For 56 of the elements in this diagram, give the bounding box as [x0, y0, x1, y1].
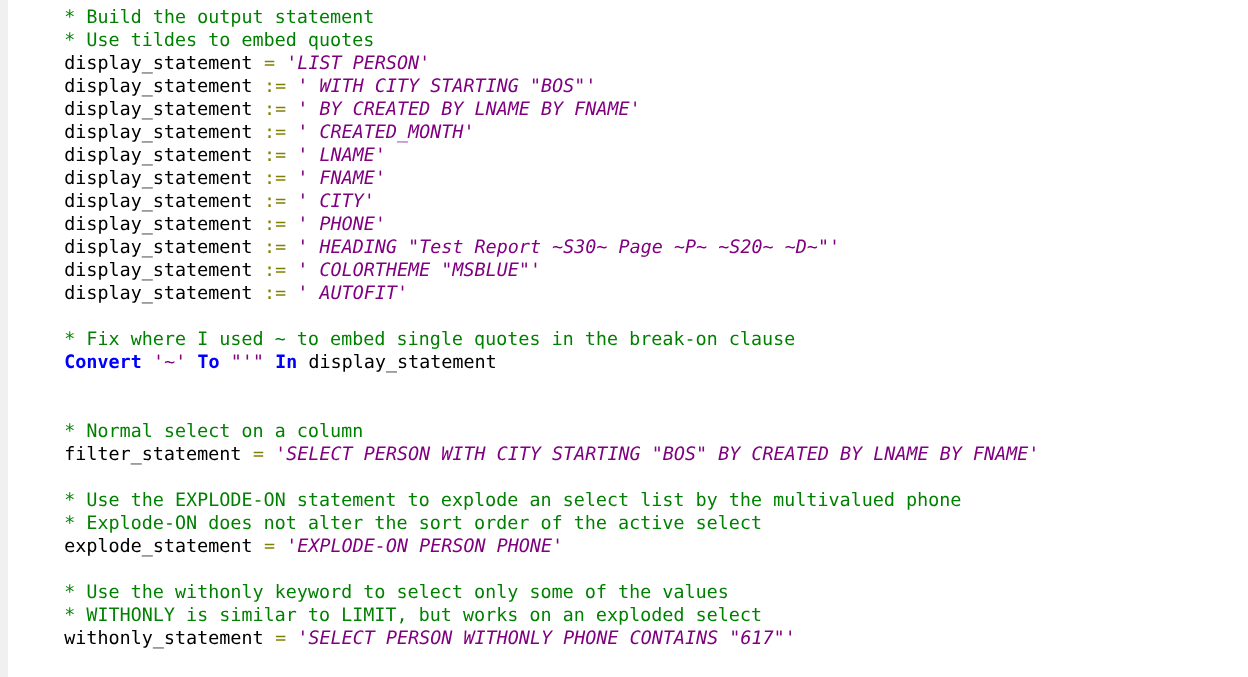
- code-comment: * Use the withonly keyword to select only some of the values: [65, 583, 727, 602]
- identifier: display_statement: [65, 215, 251, 235]
- string-literal: 'EXPLODE-ON PERSON PHONE': [290, 538, 559, 553]
- string-literal: ' FNAME': [302, 170, 382, 184]
- assignment-operator: :=: [268, 128, 286, 138]
- identifier: filter_statement: [65, 445, 240, 465]
- code-comment: * WITHONLY is similar to LIMIT, but works on an exploded select: [65, 606, 761, 625]
- identifier: display_statement: [65, 100, 251, 120]
- keyword: In: [276, 354, 296, 368]
- code-comment: * Use tildes to embed quotes: [65, 31, 373, 50]
- string-literal: ' PHONE': [302, 216, 382, 231]
- identifier: display_statement: [65, 77, 251, 97]
- identifier: withonly_statement: [64, 629, 262, 649]
- string-literal: '~': [157, 354, 182, 364]
- code-comment: * Fix where I used ~ to embed single quotes in the break-on clause: [65, 330, 795, 349]
- string-literal: ' AUTOFIT': [302, 285, 404, 300]
- assignment-operator: :=: [268, 220, 286, 230]
- assignment-operator: :=: [268, 82, 286, 92]
- assignment-operator: :=: [268, 174, 286, 184]
- assignment-operator: :=: [268, 151, 286, 161]
- identifier: display_statement: [309, 353, 495, 373]
- identifier: explode_statement: [65, 537, 251, 557]
- string-literal: 'LIST PERSON': [290, 55, 426, 70]
- assignment-operator: =: [264, 543, 275, 549]
- code-comment: * Use the EXPLODE-ON statement to explode an select list by the multivalued phone: [65, 491, 961, 510]
- identifier: display_statement: [65, 284, 251, 304]
- identifier: display_statement: [65, 192, 251, 212]
- identifier: display_statement: [65, 123, 251, 143]
- assignment-operator: :=: [268, 105, 286, 115]
- identifier: display_statement: [65, 261, 251, 281]
- string-literal: ' BY CREATED BY LNAME BY FNAME': [302, 101, 636, 116]
- string-literal: ' COLORTHEME "MSBLUE"': [302, 262, 537, 277]
- string-literal: 'SELECT PERSON WITH CITY STARTING "BOS" BY CREATED BY LNAME BY FNAME': [279, 446, 1035, 461]
- assignment-operator: =: [253, 451, 264, 457]
- identifier: display_statement: [65, 238, 251, 258]
- keyword: Convert: [65, 354, 141, 369]
- identifier: display_statement: [65, 169, 251, 189]
- string-literal: ' LNAME': [302, 147, 382, 161]
- string-literal: ' CITY': [302, 193, 371, 208]
- keyword: To: [198, 354, 219, 369]
- assignment-operator: :=: [268, 266, 286, 276]
- string-literal: ' WITH CITY STARTING "BOS"': [302, 78, 592, 93]
- assignment-operator: =: [275, 635, 286, 641]
- assignment-operator: :=: [268, 289, 286, 299]
- code-comment: * Normal select on a column: [65, 422, 362, 438]
- assignment-operator: =: [264, 60, 275, 66]
- string-literal: "'": [233, 354, 261, 360]
- code-comment: * Build the output statement: [65, 8, 373, 27]
- identifier: display_statement: [65, 146, 251, 166]
- assignment-operator: :=: [268, 197, 286, 207]
- string-literal: ' HEADING "Test Report ~S30~ Page ~P~ ~S20~ ~D~"': [302, 239, 836, 257]
- assignment-operator: :=: [268, 243, 286, 253]
- code-comment: * Explode-ON does not alter the sort order of the active select: [65, 514, 761, 533]
- string-literal: ' CREATED_MONTH': [302, 124, 470, 143]
- string-literal: 'SELECT PERSON WITHONLY PHONE CONTAINS "617"': [302, 630, 791, 645]
- identifier: display_statement: [65, 54, 251, 74]
